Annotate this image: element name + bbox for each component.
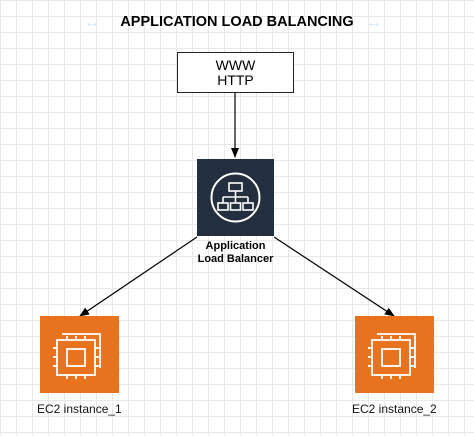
- ec2-instance-2-node[interactable]: [355, 316, 434, 393]
- left-double-arrow-icon: ↔: [84, 14, 100, 31]
- load-balancer-network-icon: [210, 172, 261, 223]
- edge-load-balancer-to-instance-1[interactable]: [79, 236, 198, 317]
- ec2-instance-1-node[interactable]: [40, 316, 119, 393]
- right-double-arrow-icon: ↔: [366, 14, 382, 31]
- ec2-instance-2-label: EC2 instance_2: [352, 402, 437, 416]
- ec2-chip-icon: [368, 333, 416, 379]
- diagram-title: APPLICATION LOAD BALANCING: [120, 14, 354, 30]
- ec2-instance-1-label: EC2 instance_1: [37, 402, 122, 416]
- http-label: HTTP: [217, 71, 254, 88]
- edge-load-balancer-to-instance-2[interactable]: [273, 236, 395, 317]
- www-label: WWW: [215, 56, 256, 73]
- load-balancer-node[interactable]: [197, 159, 274, 236]
- load-balancer-label-line1: Application: [205, 240, 266, 252]
- ec2-chip-icon: [53, 333, 101, 379]
- load-balancer-label: Application Load Balancer: [185, 240, 286, 266]
- www-http-node[interactable]: WWW HTTP: [177, 52, 294, 93]
- load-balancer-label-line2: Load Balancer: [197, 253, 274, 265]
